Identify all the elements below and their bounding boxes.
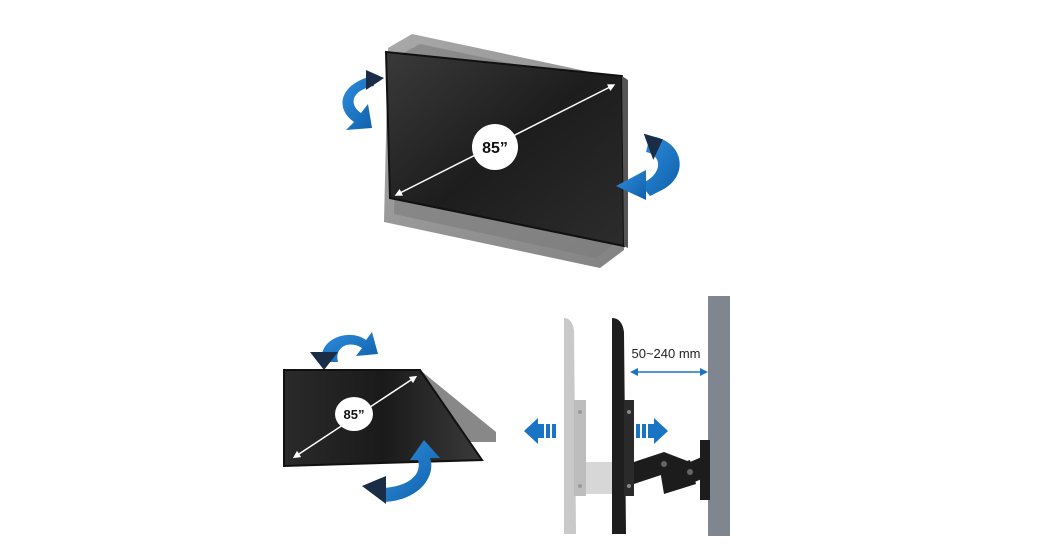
wall-distance-label: 50~240 mm — [631, 346, 700, 361]
ghost-bolt-2 — [578, 484, 582, 488]
ghost-bolt — [578, 410, 582, 414]
extend-arrow-icon — [636, 418, 668, 444]
tv-side-main — [612, 318, 626, 534]
rotate-arrow-icon — [342, 70, 384, 130]
retract-arrow-icon — [524, 418, 556, 444]
swivel-arrow-icon — [310, 332, 378, 370]
extension-group: 50~240 mm — [524, 296, 730, 536]
tv-size-badge — [472, 124, 518, 170]
swivel-tv-group: 85” — [283, 332, 496, 504]
tilt-arrow-icon — [362, 440, 440, 504]
articulating-arm — [634, 440, 710, 500]
tv-swivel-screen — [283, 369, 484, 468]
tv-swivel-size-badge — [335, 397, 373, 431]
distance-arrow — [630, 368, 708, 376]
rotate-arrow-icon-right — [616, 133, 680, 200]
tv-size-label: 85” — [482, 140, 508, 157]
wall — [708, 296, 730, 536]
ghost-bracket-plate — [574, 400, 586, 496]
tv-side-ghost — [564, 318, 576, 534]
tv-main-screen-edge — [622, 76, 628, 248]
bracket-bolt — [627, 410, 631, 414]
bracket-plate — [624, 400, 634, 496]
rotating-tv-group: 85” — [342, 34, 680, 268]
bracket-bolt-2 — [627, 484, 631, 488]
tv-swivel-size-label: 85” — [344, 407, 365, 422]
